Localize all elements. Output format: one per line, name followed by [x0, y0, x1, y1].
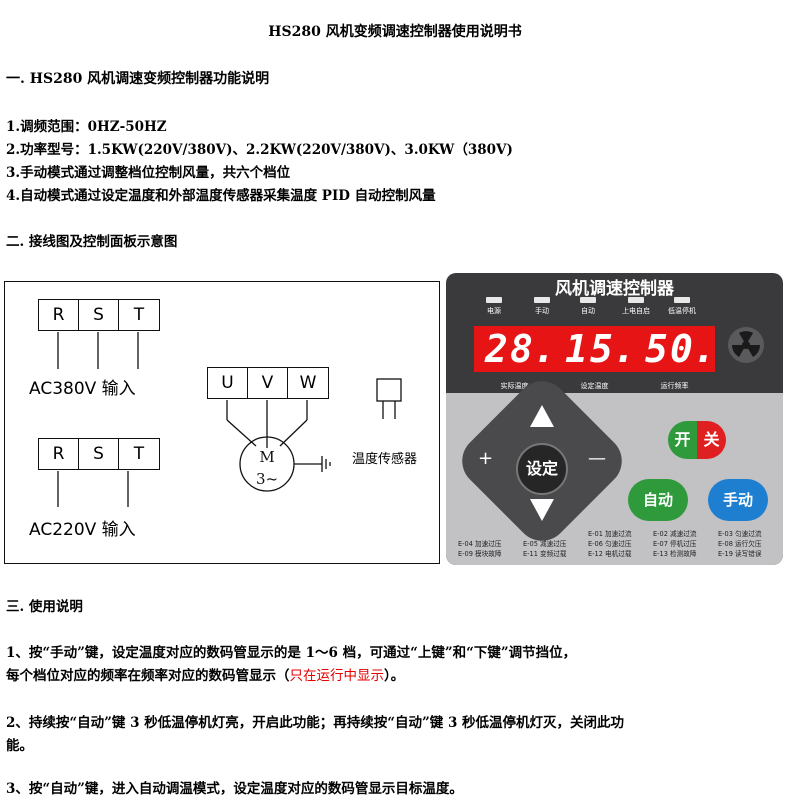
error-code: E-19 读写错误 [718, 550, 762, 558]
down-arrow-icon[interactable] [530, 499, 554, 521]
error-code: E-07 停机过压 [653, 540, 697, 548]
wiring-diagram: M 3~ R S T AC380V 输入 R S T AC220V 输入 U V… [4, 281, 440, 564]
display-label-run-frequency: 运行频率 [660, 382, 689, 390]
control-panel: 风机调速控制器 电源 手动 自动 上电自启 低温停机 2 8. 1 5. 5 0… [446, 273, 783, 565]
indicator-label-autostart: 上电自启 [622, 307, 650, 315]
ac220-terminal-block: R S T [38, 438, 160, 470]
terminal-w: W [299, 373, 317, 393]
display-run-frequency: 5 0. [634, 326, 716, 372]
sensor-label: 温度传感器 [352, 452, 418, 467]
error-code: E-01 加速过流 [588, 530, 632, 538]
indicator-led-lowtemp [674, 297, 690, 303]
indicator-label-auto: 自动 [581, 307, 595, 315]
spec-item-2: 2.功率型号：1.5KW(220V/380V)、2.2KW(220V/380V)… [6, 142, 513, 158]
error-code: E-09 模块故障 [458, 550, 502, 558]
instruction-2-line1: 2、持续按“自动”键 3 秒低温停机灯亮，开启此功能；再持续按“自动”键 3 秒… [6, 715, 625, 731]
spec-item-1: 1.调频范围：0HZ-50HZ [6, 119, 167, 135]
instruction-1-line1: 1、按“手动”键，设定温度对应的数码管显示的是 1～6 档，可通过“上键”和“下… [6, 645, 577, 661]
instruction-1-line2-b: ）。 [384, 668, 405, 684]
indicator-led-autostart [628, 297, 644, 303]
minus-button[interactable]: — [588, 448, 606, 469]
terminal-r: R [39, 439, 79, 469]
motor-symbol-top: M [259, 448, 274, 466]
ac380-terminal-block: R S T [38, 299, 160, 331]
indicator-led-manual [534, 297, 550, 303]
fan-icon [728, 327, 764, 363]
section2-heading: 二. 接线图及控制面板示意图 [6, 234, 178, 250]
wiring-lines: M 3~ [57, 332, 402, 507]
ac220-label: AC220V 输入 [29, 520, 136, 540]
terminal-t: T [133, 305, 145, 325]
error-code: E-03 匀速过流 [718, 530, 762, 538]
instruction-1-line2-a: 每个档位对应的频率在频率对应的数码管显示（ [6, 668, 290, 684]
ac380-label: AC380V 输入 [29, 379, 136, 399]
section1-heading: 一. HS280 风机调速变频控制器功能说明 [6, 71, 270, 87]
indicator-led-auto [580, 297, 596, 303]
terminal-r: R [39, 300, 79, 330]
instruction-1-note: 只在运行中显示 [289, 668, 385, 684]
display-set-temp: 1 5. [554, 326, 636, 372]
display-digit: 2 [485, 327, 508, 371]
dpad-arrows [530, 405, 554, 521]
error-code: E-13 检测故障 [653, 550, 697, 558]
motor-terminal-block: U V W [207, 367, 329, 399]
plus-button[interactable]: + [478, 448, 494, 469]
instruction-3-line1: 3、按“自动”键，进入自动调温模式，设定温度对应的数码管显示目标温度。 [6, 781, 463, 797]
error-code: E-02 减速过流 [653, 530, 697, 538]
indicator-label-lowtemp: 低温停机 [668, 307, 696, 315]
manual-button[interactable]: 手动 [708, 479, 768, 521]
terminal-v: V [248, 368, 288, 398]
set-button[interactable]: 设定 [516, 443, 568, 495]
indicator-led-power [486, 297, 502, 303]
motor-symbol-bottom: 3~ [256, 470, 278, 488]
indicator-label-manual: 手动 [535, 307, 549, 315]
error-code: E-05 减速过压 [523, 540, 567, 548]
display-label-actual-temp: 实际温度 [500, 382, 529, 390]
instruction-2-line2: 能。 [6, 738, 33, 754]
on-label: 开 [668, 421, 697, 459]
spec-item-4: 4.自动模式通过设定温度和外部温度传感器采集温度 PID 自动控制风量 [6, 188, 436, 204]
power-toggle-button[interactable]: 开 关 [668, 421, 726, 459]
error-code: E-08 运行欠压 [718, 540, 762, 548]
document-title: HS280 风机变频调速控制器使用说明书 [268, 24, 522, 40]
panel-title: 风机调速控制器 [555, 279, 674, 299]
terminal-u: U [208, 368, 248, 398]
instruction-1-line2: 每个档位对应的频率在频率对应的数码管显示（只在运行中显示）。 [6, 664, 404, 684]
display-actual-temp: 2 8. [474, 326, 556, 372]
terminal-t: T [133, 444, 145, 464]
error-code: E-11 变频过载 [523, 550, 567, 558]
auto-button[interactable]: 自动 [628, 479, 688, 521]
off-label: 关 [697, 421, 726, 459]
display-digit: 1 [565, 327, 588, 371]
error-code: E-04 加速过压 [458, 540, 502, 548]
error-code: E-06 匀速过压 [588, 540, 632, 548]
display-label-set-temp: 设定温度 [580, 382, 609, 390]
error-code: E-12 电机过载 [588, 550, 632, 558]
display-digit: 5 [645, 327, 668, 371]
indicator-label-power: 电源 [487, 307, 501, 315]
terminal-s: S [79, 300, 119, 330]
terminal-s: S [79, 439, 119, 469]
up-arrow-icon[interactable] [530, 405, 554, 427]
display-digit: 8. [510, 327, 556, 371]
panel-keypad-area: + — 设定 开 关 自动 手动 E-01 加速过流 E-02 减速过流 E-0… [446, 370, 783, 565]
section3-heading: 三. 使用说明 [6, 599, 83, 615]
display-digit: 0. [670, 327, 716, 371]
display-digit: 5. [590, 327, 636, 371]
spec-item-3: 3.手动模式通过调整档位控制风量，共六个档位 [6, 165, 291, 181]
